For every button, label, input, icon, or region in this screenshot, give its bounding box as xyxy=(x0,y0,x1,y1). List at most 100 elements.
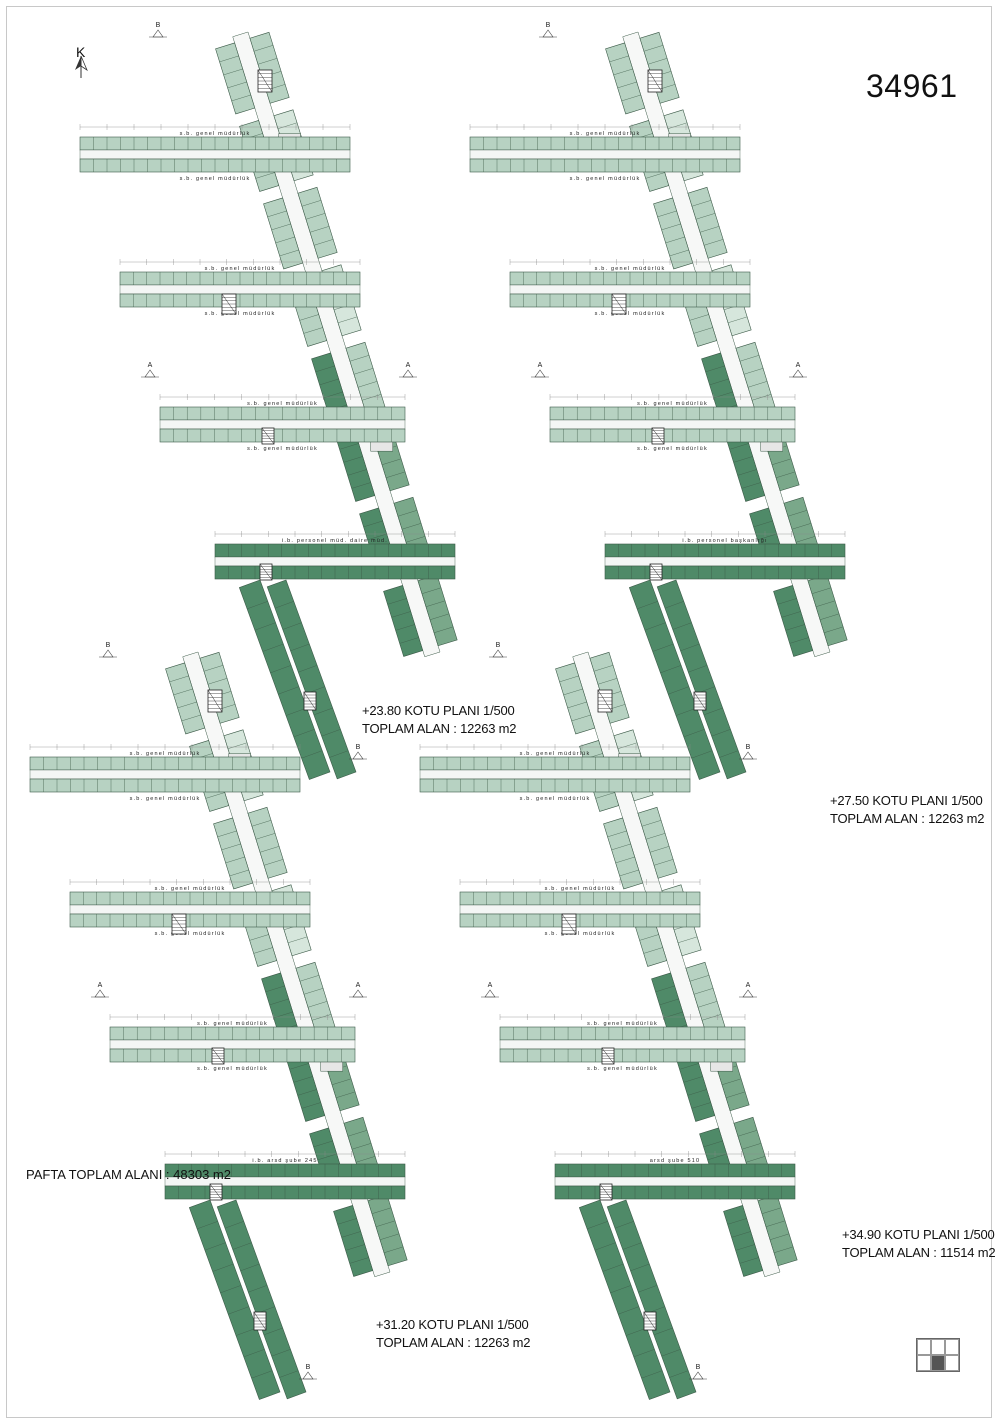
room-partition xyxy=(559,675,579,683)
section-marker-icon xyxy=(492,649,504,658)
section-marker-label: B xyxy=(356,744,361,751)
room-partition xyxy=(371,1207,392,1214)
wing-corridor xyxy=(549,419,796,430)
section-marker-icon xyxy=(692,1371,704,1380)
room-partition xyxy=(357,381,378,388)
room-partition xyxy=(733,456,753,463)
wing-label: s.b. genel müdürlük xyxy=(180,131,251,137)
plan-caption-2750: +27.50 KOTU PLANI 1/500 TOPLAM ALAN : 12… xyxy=(830,792,985,828)
room-partition xyxy=(203,665,224,672)
room-partition xyxy=(235,1327,257,1336)
room-partition xyxy=(227,742,248,749)
room-partition xyxy=(429,613,450,620)
room-partition xyxy=(298,665,318,673)
room-partition xyxy=(735,1244,755,1251)
room-partition xyxy=(254,622,276,631)
spine-rooms-right xyxy=(333,1205,374,1277)
room-partition xyxy=(271,223,291,231)
room-partition xyxy=(383,1246,404,1253)
room-partition xyxy=(815,600,836,607)
room-partition xyxy=(269,998,289,1006)
spine-rooms-right xyxy=(555,662,596,735)
stair-diagonal xyxy=(597,689,613,713)
room-partition xyxy=(305,213,326,220)
room-partition xyxy=(251,1370,273,1379)
stair-diagonal xyxy=(693,691,707,711)
branch-rooms-right xyxy=(656,579,747,780)
section-marker-icon xyxy=(534,369,546,378)
room-partition xyxy=(319,378,339,386)
plan-caption-area: TOPLAM ALAN : 12263 m2 xyxy=(830,811,985,826)
room-partition xyxy=(657,210,677,218)
room-partition xyxy=(225,856,245,864)
room-partition xyxy=(177,701,197,709)
room-partition xyxy=(205,792,225,799)
room-partition xyxy=(649,846,670,853)
wing-label: s.b. genel müdürlük xyxy=(130,751,201,757)
wing-corridor xyxy=(79,149,351,160)
room-partition xyxy=(659,998,679,1006)
room-partition xyxy=(207,678,228,685)
room-partition xyxy=(331,1078,352,1085)
room-partition xyxy=(335,1091,356,1098)
room-partition xyxy=(745,1156,766,1163)
room-partition xyxy=(757,533,777,541)
room-partition xyxy=(231,94,251,102)
sheet-key-cell xyxy=(917,1339,931,1355)
section-marker-label: B xyxy=(306,1364,311,1371)
room-partition xyxy=(741,1143,762,1150)
room-partition xyxy=(181,714,201,722)
room-partition xyxy=(647,58,668,65)
plan-caption-title: +34.90 KOTU PLANI 1/500 xyxy=(842,1227,995,1242)
room-partition xyxy=(618,1306,639,1315)
room-partition xyxy=(290,643,310,652)
room-partition xyxy=(680,643,700,652)
wing-label: s.b. genel müdürlük xyxy=(155,931,226,937)
stair-diagonal xyxy=(207,689,223,713)
room-partition xyxy=(691,1102,711,1109)
room-partition xyxy=(355,1156,376,1163)
room-partition xyxy=(301,200,322,207)
room-partition xyxy=(727,1218,747,1225)
room-partition xyxy=(251,820,272,827)
room-partition xyxy=(638,1285,658,1293)
wing-label: s.b. genel müdürlük xyxy=(130,796,201,802)
room-partition xyxy=(425,600,446,607)
room-partition xyxy=(725,1091,746,1098)
stair-diagonal xyxy=(651,427,665,445)
room-partition xyxy=(693,988,714,995)
plan-caption-title: +23.80 KOTU PLANI 1/500 xyxy=(362,703,515,718)
room-partition xyxy=(621,94,641,102)
room-partition xyxy=(645,833,666,840)
spine-rooms-left xyxy=(297,186,338,259)
sheet-key-cell xyxy=(931,1355,945,1371)
plan-caption-title: +31.20 KOTU PLANI 1/500 xyxy=(376,1317,529,1332)
room-partition xyxy=(791,523,812,530)
sheet-border xyxy=(6,6,992,1418)
wing-label: s.b. genel müdürlük xyxy=(570,131,641,137)
room-partition xyxy=(204,1242,226,1251)
section-marker-label: A xyxy=(488,982,493,989)
room-partition xyxy=(321,729,341,737)
room-partition xyxy=(630,1263,650,1272)
room-partition xyxy=(274,601,294,609)
spine-rooms-right xyxy=(165,662,206,735)
room-partition xyxy=(262,643,284,652)
room-partition xyxy=(672,622,692,630)
wing-label: s.b. genel müdürlük xyxy=(570,176,641,182)
room-partition xyxy=(823,626,844,633)
room-partition xyxy=(307,1001,328,1008)
room-partition xyxy=(337,316,358,323)
room-partition xyxy=(661,223,681,231)
stair-diagonal xyxy=(257,69,273,93)
room-partition xyxy=(271,1349,291,1357)
north-label: K xyxy=(76,44,86,60)
spine-rooms-right xyxy=(773,585,814,657)
branch-rooms-right xyxy=(606,1199,697,1400)
spine-rooms-right xyxy=(605,42,646,115)
room-partition xyxy=(781,611,801,618)
room-partition xyxy=(265,985,285,993)
wing-label: s.b. genel müdürlük xyxy=(520,796,591,802)
plan-caption-area: TOPLAM ALAN : 11514 m2 xyxy=(842,1245,996,1260)
